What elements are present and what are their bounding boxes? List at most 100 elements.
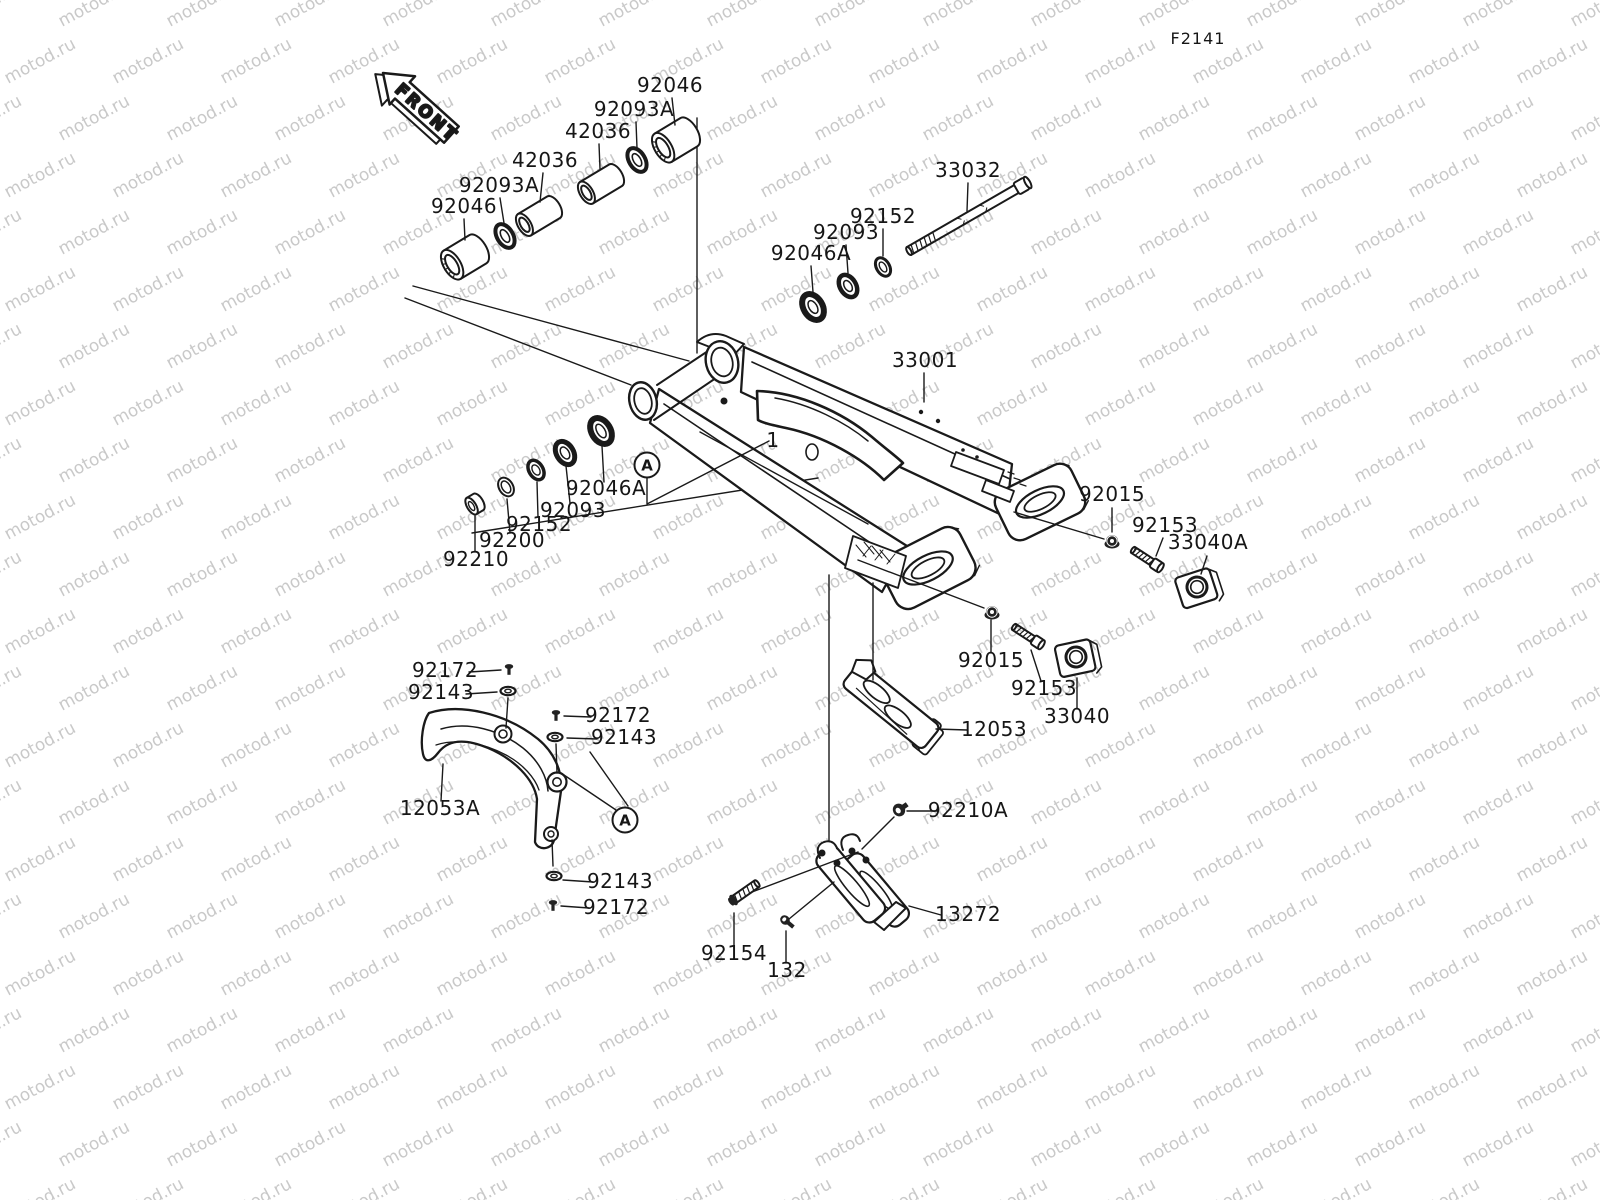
bolt-92154 [728,879,761,906]
detail-marker-circle [633,451,661,479]
watermark-text: motod.ru [703,205,781,259]
part-number-label: 92200 [479,528,545,552]
watermark-text: motod.ru [1135,1117,1213,1171]
watermark-text: motod.ru [1135,205,1213,259]
watermark-text: motod.ru [703,889,781,943]
watermark-text: motod.ru [1,34,79,88]
part-number-label: 92093A [459,173,539,197]
watermark-text: motod.ru [703,775,781,829]
part-labels-layer: 9204692093A420364203692093A9204633032921… [400,73,1248,982]
watermark-text: motod.ru [55,775,133,829]
watermark-text: motod.ru [595,1117,673,1171]
part-number-label: 42036 [512,148,578,172]
watermark-text: motod.ru [973,262,1051,316]
watermark-text: motod.ru [1459,775,1537,829]
watermark-text: motod.ru [1351,319,1429,373]
watermark-text: motod.ru [217,1174,295,1200]
watermark-text: motod.ru [325,262,403,316]
seal-92046A-top [799,291,827,323]
watermark-text: motod.ru [379,433,457,487]
part-number-label: 92046 [431,194,497,218]
watermark-text: motod.ru [1,376,79,430]
watermark-text: motod.ru [1135,319,1213,373]
watermark-text: motod.ru [595,547,673,601]
watermark-text: motod.ru [1243,0,1321,31]
watermark-text: motod.ru [217,376,295,430]
watermark-text: motod.ru [1135,775,1213,829]
watermark-text: motod.ru [1459,91,1537,145]
watermark-text: motod.ru [271,205,349,259]
watermark-text: motod.ru [487,889,565,943]
watermark-text: motod.ru [1567,319,1600,373]
watermark-text: motod.ru [163,319,241,373]
watermark-text: motod.ru [1189,1174,1267,1200]
watermark-text: motod.ru [1,148,79,202]
watermark-text: motod.ru [865,34,943,88]
watermark-text: motod.ru [1351,0,1429,31]
watermark-text: motod.ru [1405,946,1483,1000]
watermark-text: motod.ru [109,376,187,430]
watermark-text: motod.ru [1081,148,1159,202]
watermark-text: motod.ru [1567,547,1600,601]
seal-92093-stack [552,438,578,468]
part-number-label: 92172 [585,703,651,727]
watermark-text: motod.ru [1297,718,1375,772]
watermark-text: motod.ru [1459,205,1537,259]
part-number-label: 132 [767,958,807,982]
watermark-text: motod.ru [703,1117,781,1171]
watermark-text: motod.ru [1405,832,1483,886]
watermark-text: motod.ru [1405,34,1483,88]
seal-92093A-right [621,142,653,178]
watermark-text: motod.ru [271,433,349,487]
watermark-text: motod.ru [325,148,403,202]
watermark-text: motod.ru [1513,490,1591,544]
nut-92015-upper [1103,534,1121,550]
detail-markers-layer: AA [611,451,661,834]
leader-lines [440,97,1208,964]
part-number-label: 92093 [540,498,606,522]
watermark-text: motod.ru [973,34,1051,88]
watermark-text: motod.ru [1405,718,1483,772]
watermark-text: motod.ru [541,1174,619,1200]
watermark-text: motod.ru [163,433,241,487]
swingarm-33001-drawing [627,333,1090,611]
part-number-label: 92046 [637,73,703,97]
watermark-text: motod.ru [1243,661,1321,715]
watermark-text: motod.ru [1351,433,1429,487]
chain-slipper-12053A-drawing [420,708,568,850]
watermark-text: motod.ru [1513,34,1591,88]
watermark-text: motod.ru [1243,889,1321,943]
part-number-label: 33040A [1168,530,1248,554]
watermark-text: motod.ru [55,0,133,31]
part-number-label: 12053A [400,796,480,820]
watermark-text: motod.ru [1297,148,1375,202]
watermark-text: motod.ru [1027,889,1105,943]
watermark-text: motod.ru [1405,604,1483,658]
watermark-text: motod.ru [1,832,79,886]
watermark-text: motod.ru [1243,547,1321,601]
pivot-shaft-33032-drawing [905,175,1033,257]
part-number-label: 33040 [1044,704,1110,728]
watermark-text: motod.ru [1459,1117,1537,1171]
watermark-text: motod.ru [1405,262,1483,316]
watermark-text: motod.ru [1027,0,1105,31]
watermark-text: motod.ru [0,91,25,145]
watermark-text: motod.ru [0,775,25,829]
watermark-text: motod.ru [379,889,457,943]
watermark-text: motod.ru [541,604,619,658]
part-number-label: 33032 [935,158,1001,182]
watermark-text: motod.ru [1351,91,1429,145]
watermark-text: motod.ru [217,604,295,658]
watermark-text: motod.ru [325,376,403,430]
watermark-text: motod.ru [1,718,79,772]
watermark-text: motod.ru [271,319,349,373]
watermark-text: motod.ru [217,34,295,88]
watermark-text: motod.ru [757,148,835,202]
part-number-label: 92152 [850,204,916,228]
watermark-text: motod.ru [0,889,25,943]
seal-92093-top [836,272,860,300]
watermark-text: motod.ru [811,319,889,373]
watermark-text: motod.ru [55,319,133,373]
part-number-label: 12053 [961,717,1027,741]
